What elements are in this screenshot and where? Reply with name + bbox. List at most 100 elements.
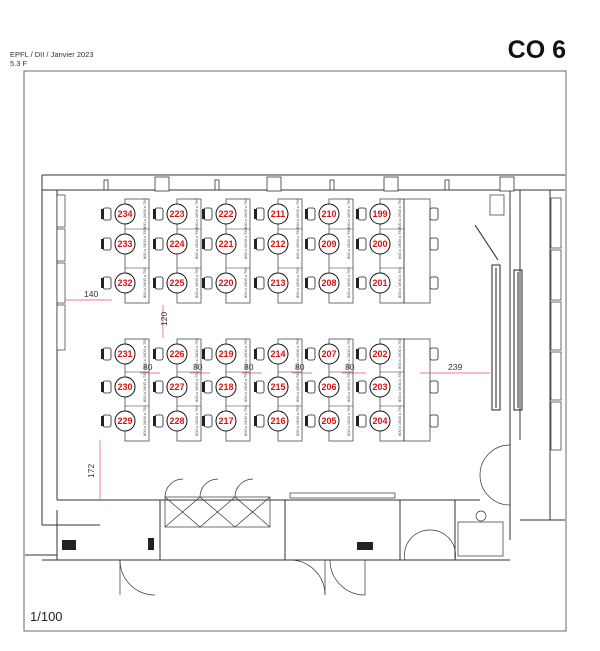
chair: [203, 207, 213, 221]
desk-tag: 800 x 1600 x 750: [194, 338, 199, 369]
desk-tag: 800 x 1600 x 750: [397, 371, 402, 402]
desk-tag: 800 x 1600 x 750: [194, 198, 199, 229]
seat-number: 221: [218, 239, 233, 249]
chair-back: [254, 382, 257, 392]
chair: [357, 347, 367, 361]
walls: [25, 174, 565, 561]
seat-number: 214: [270, 349, 285, 359]
seat-number: 228: [169, 416, 184, 426]
chair-back: [356, 382, 359, 392]
chair: [203, 276, 213, 290]
seat-number: 218: [218, 382, 233, 392]
chair: [102, 237, 112, 251]
desk-tag: 800 x 1600 x 750: [142, 371, 147, 402]
seat-circle: [318, 272, 340, 294]
seat-circle: [318, 203, 340, 225]
desk-tag: 800 x 1600 x 750: [346, 228, 351, 259]
seat-circle: [318, 376, 340, 398]
seat-number: 208: [321, 278, 336, 288]
dim-80-5: 80: [345, 362, 355, 372]
dim-120: 120: [159, 312, 169, 326]
chair: [255, 237, 265, 251]
seat-circle: [369, 376, 391, 398]
chair-back: [356, 239, 359, 249]
desk-tag: 800 x 1600 x 750: [346, 267, 351, 298]
seat-number: 225: [169, 278, 184, 288]
desk-tag: 800 x 1600 x 750: [243, 338, 248, 369]
desk-tag: 800 x 1600 x 750: [397, 198, 402, 229]
seat-number: 203: [372, 382, 387, 392]
chair: [154, 380, 164, 394]
dimension-lines: [65, 299, 490, 500]
chair: [255, 380, 265, 394]
desk-tag: 800 x 1600 x 750: [243, 371, 248, 402]
chair-back: [202, 416, 205, 426]
desk-tag: 800 x 1600 x 750: [397, 405, 402, 436]
dim-239: 239: [448, 362, 462, 372]
seat-circle: [114, 376, 136, 398]
dim-80-1: 80: [143, 362, 153, 372]
chair-back: [356, 416, 359, 426]
desk-tag: 800 x 1600 x 750: [243, 405, 248, 436]
seat-circle: [369, 343, 391, 365]
seat-circle: [215, 376, 237, 398]
desk-tag: 800 x 1600 x 750: [142, 405, 147, 436]
dim-80-4: 80: [295, 362, 305, 372]
desk-tag: 800 x 1600 x 750: [295, 338, 300, 369]
desk-tag: 800 x 1600 x 750: [346, 198, 351, 229]
desk-tag: 800 x 1600 x 750: [194, 371, 199, 402]
seat-number: 210: [321, 209, 336, 219]
seat-number: 215: [270, 382, 285, 392]
plan-frame: [23, 70, 567, 632]
chair-back: [153, 416, 156, 426]
seat-number: 232: [117, 278, 132, 288]
seat-number: 231: [117, 349, 132, 359]
chair-back: [356, 349, 359, 359]
chair: [429, 380, 439, 394]
chair: [154, 207, 164, 221]
chair-back: [153, 349, 156, 359]
desk-tag: 800 x 1600 x 750: [295, 371, 300, 402]
seat-number: 206: [321, 382, 336, 392]
chair: [306, 237, 316, 251]
seat-circle: [318, 410, 340, 432]
seat-number: 211: [271, 209, 286, 219]
desk-tag: 800 x 1600 x 750: [243, 198, 248, 229]
seat-number: 226: [169, 349, 184, 359]
seat-circle: [215, 203, 237, 225]
seat-number: 229: [117, 416, 132, 426]
desk-tag: 800 x 1600 x 750: [295, 198, 300, 229]
seat-circle: [166, 376, 188, 398]
chair-back: [254, 239, 257, 249]
desk-tag: 800 x 1600 x 750: [295, 405, 300, 436]
chair: [154, 414, 164, 428]
chair-back: [305, 382, 308, 392]
chair: [154, 276, 164, 290]
chair-back: [202, 382, 205, 392]
chair-back: [202, 239, 205, 249]
screen-boards: [474, 224, 523, 411]
seat-circle: [318, 343, 340, 365]
seat-circle: [166, 272, 188, 294]
desk-tag: 800 x 1600 x 750: [346, 371, 351, 402]
seat-number: 202: [372, 349, 387, 359]
header-info: EPFL / DII / Janvier 2023 5.3 F: [10, 50, 94, 68]
chair-back: [101, 239, 104, 249]
seat-circle: [267, 376, 289, 398]
seat-circle: [215, 343, 237, 365]
chair-back: [254, 416, 257, 426]
seat-circle: [369, 272, 391, 294]
chair-back: [153, 239, 156, 249]
seat-circle: [215, 410, 237, 432]
desk-tag: 800 x 1600 x 750: [142, 228, 147, 259]
seat-circle: [215, 272, 237, 294]
chair: [203, 380, 213, 394]
chair: [429, 347, 439, 361]
header-line1: EPFL / DII / Janvier 2023: [10, 50, 94, 59]
seat-circle: [114, 410, 136, 432]
chair-back: [254, 278, 257, 288]
chair: [154, 237, 164, 251]
seat-number: 199: [372, 209, 387, 219]
